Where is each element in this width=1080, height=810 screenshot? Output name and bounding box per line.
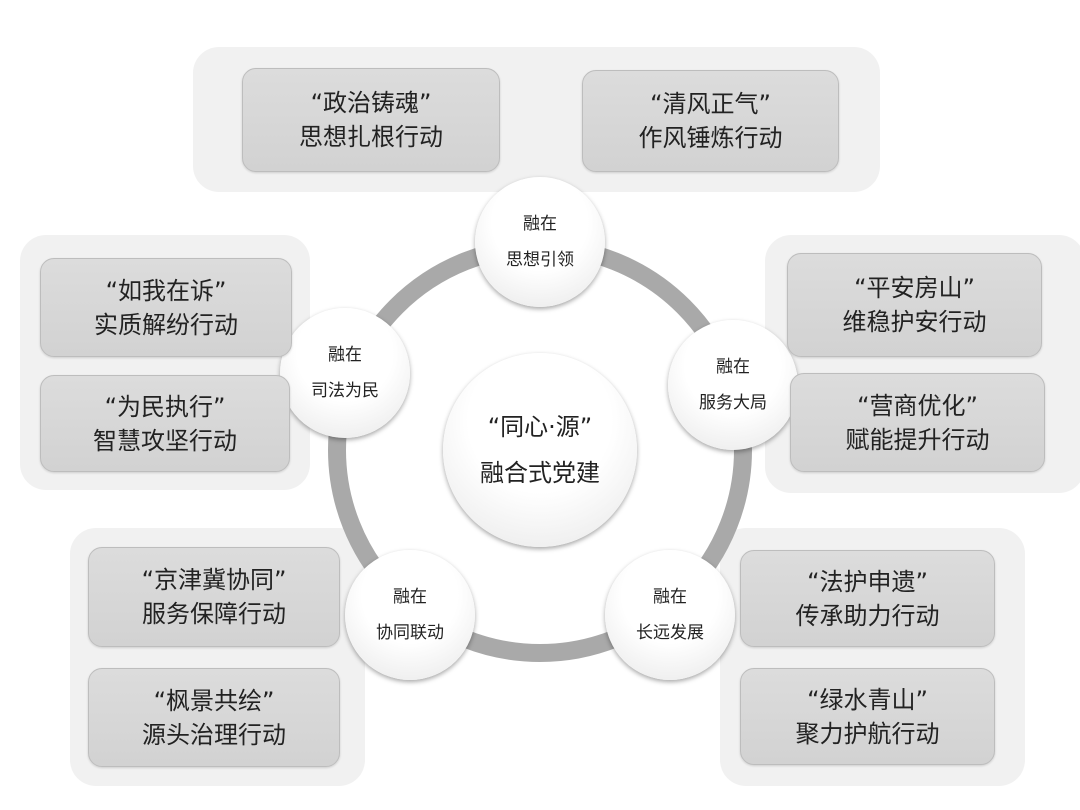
action-box: “绿水青山” 聚力护航行动 (740, 668, 995, 765)
action-subtitle: 作风锤炼行动 (638, 124, 783, 152)
node-label: 融在 (653, 587, 687, 607)
action-subtitle: 源头治理行动 (142, 720, 286, 749)
action-box: “枫景共绘” 源头治理行动 (88, 668, 340, 767)
action-subtitle: 实质解纷行动 (94, 310, 238, 339)
action-subtitle: 维稳护安行动 (842, 308, 987, 336)
action-title: “如我在诉” (105, 276, 227, 305)
action-title: “京津冀协同” (141, 566, 287, 594)
node-justice-for-people: 融在 司法为民 (280, 308, 410, 438)
action-subtitle: 智慧攻坚行动 (93, 426, 237, 455)
node-label: 融在 (328, 345, 362, 365)
action-subtitle: 聚力护航行动 (795, 719, 940, 748)
action-title: “为民执行” (104, 392, 226, 421)
action-subtitle: 传承助力行动 (795, 601, 940, 630)
action-title: “法护申遗” (807, 567, 928, 596)
action-subtitle: 思想扎根行动 (299, 123, 443, 151)
action-box: “政治铸魂” 思想扎根行动 (242, 68, 500, 172)
node-coordination: 融在 协同联动 (345, 550, 475, 680)
action-subtitle: 服务保障行动 (142, 600, 286, 628)
node-long-term: 融在 长远发展 (605, 550, 735, 680)
node-label: 服务大局 (699, 393, 767, 413)
center-subtitle: 融合式党建 (480, 459, 600, 487)
action-title: “营商优化” (857, 391, 978, 420)
action-box: “营商优化” 赋能提升行动 (790, 373, 1045, 472)
node-serve-overall: 融在 服务大局 (668, 320, 798, 450)
center-title: “同心·源” (487, 413, 593, 441)
node-label: 司法为民 (311, 381, 379, 401)
action-subtitle: 赋能提升行动 (845, 425, 990, 454)
node-label: 融在 (523, 214, 557, 234)
action-title: “平安房山” (854, 274, 975, 302)
action-title: “清风正气” (650, 90, 771, 118)
action-title: “绿水青山” (807, 685, 928, 714)
node-thought-leadership: 融在 思想引领 (475, 177, 605, 307)
action-box: “清风正气” 作风锤炼行动 (582, 70, 839, 172)
node-label: 协同联动 (376, 623, 444, 643)
action-box: “法护申遗” 传承助力行动 (740, 550, 995, 647)
center-circle: “同心·源” 融合式党建 (443, 353, 637, 547)
action-box: “平安房山” 维稳护安行动 (787, 253, 1042, 357)
action-box: “为民执行” 智慧攻坚行动 (40, 375, 290, 472)
node-label: 长远发展 (636, 623, 704, 643)
node-label: 融在 (393, 587, 427, 607)
action-box: “如我在诉” 实质解纷行动 (40, 258, 292, 357)
action-title: “政治铸魂” (310, 89, 432, 117)
action-title: “枫景共绘” (153, 686, 275, 715)
action-box: “京津冀协同” 服务保障行动 (88, 547, 340, 647)
node-label: 思想引领 (506, 250, 574, 270)
node-label: 融在 (716, 357, 750, 377)
